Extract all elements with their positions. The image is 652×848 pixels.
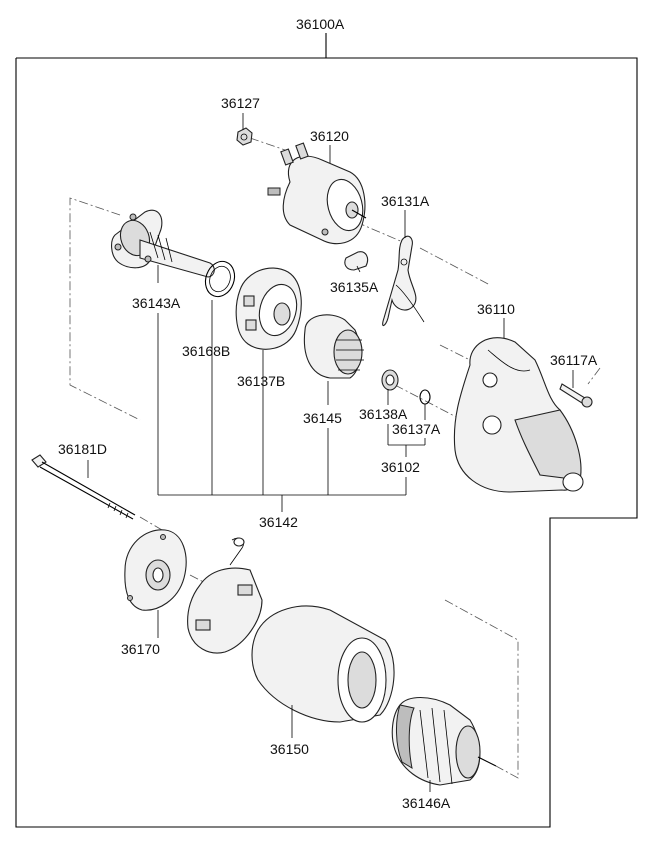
label-nut: 36127 [221, 95, 260, 111]
plunger-cap-part [344, 251, 369, 271]
assembly-frame [15, 33, 638, 828]
label-lever: 36131A [381, 193, 430, 209]
brush-holder-part [187, 537, 395, 723]
through-bolt-part [31, 454, 136, 520]
clutch-part [303, 314, 364, 379]
washer-part [381, 369, 399, 391]
rear-cover-part [124, 529, 187, 611]
gear-housing-part [235, 267, 302, 350]
label-clutch: 36145 [303, 410, 342, 426]
label-plunger-cap: 36135A [330, 279, 379, 295]
armature-part [391, 696, 497, 786]
gasket-part [204, 260, 236, 298]
label-pin: 36117A [550, 352, 598, 368]
label-sub-kit: 36102 [381, 459, 420, 475]
label-gasket: 36168B [182, 343, 230, 359]
label-solenoid: 36120 [310, 128, 349, 144]
label-shaft: 36143A [132, 295, 181, 311]
housing-part [453, 337, 584, 493]
label-rear-cover: 36170 [121, 641, 160, 657]
label-snap-ring: 36137A [392, 421, 441, 437]
nut-part [236, 127, 253, 146]
label-assembly: 36100A [296, 16, 345, 32]
callout-lines [87, 113, 574, 792]
pin-part [559, 383, 593, 408]
label-through-bolt: 36181D [58, 441, 107, 457]
label-gear-housing: 36137B [237, 373, 285, 389]
part-labels: 36100A 36127 36120 36131A 36135A 36143A … [58, 16, 598, 811]
snap-ring-part [419, 389, 431, 405]
label-washer: 36138A [359, 406, 408, 422]
label-housing: 36110 [477, 301, 515, 317]
label-armature: 36146A [402, 795, 451, 811]
label-gear-kit: 36142 [259, 514, 298, 530]
lever-part [382, 235, 425, 327]
label-brush-holder: 36150 [270, 741, 309, 757]
shaft-part [111, 209, 215, 278]
solenoid-part [267, 142, 367, 245]
